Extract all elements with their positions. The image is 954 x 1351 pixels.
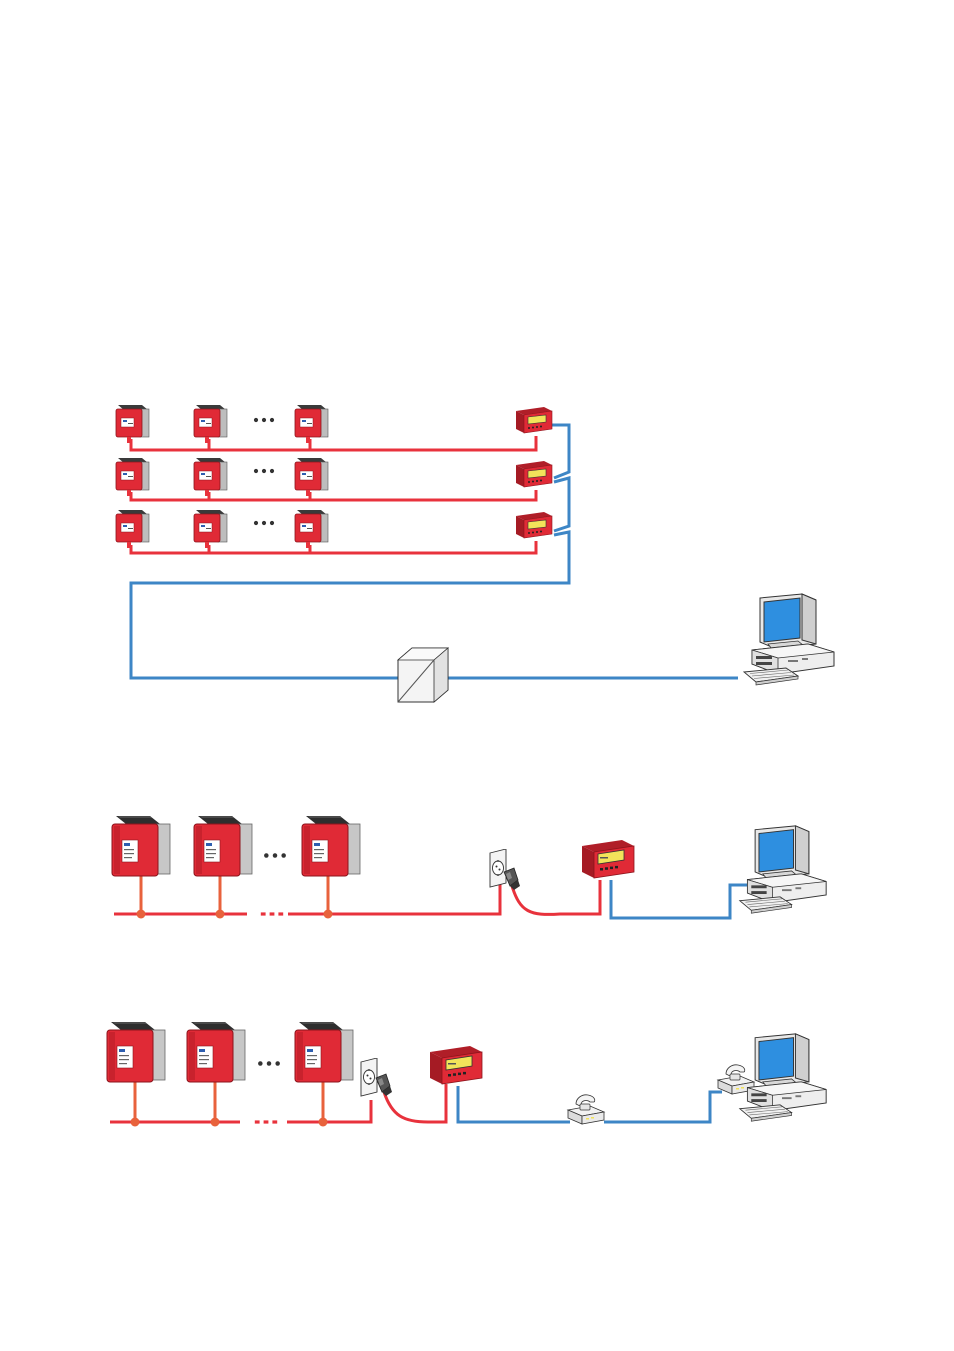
computer-icon [739,1033,827,1122]
inverter-icon [301,815,361,877]
data-lines [456,1086,722,1124]
interface-converter-icon [396,647,450,703]
power-plug-icon [375,1073,393,1097]
diagram-powerline-direct [111,815,827,920]
inverter-icon [294,404,329,444]
inverter-icon [106,1021,166,1083]
inverter-icon [193,815,253,877]
inverter-icon [294,1021,354,1083]
ellipsis-icon [253,417,275,423]
power-lines-row-3 [129,541,538,555]
inverter-icon [115,509,150,549]
inverter-icon [193,509,228,549]
power-socket-icon [489,849,507,888]
data-lines [129,423,738,680]
computer-icon [739,825,827,914]
diagram-multi-string-network [115,404,835,703]
inverter-icon [186,1021,246,1083]
data-logger-icon [515,511,553,539]
data-logger-icon [515,460,553,488]
inverter-icon [193,457,228,497]
ellipsis-icon [260,912,284,916]
inverter-drops [139,870,330,914]
inverter-icon [294,509,329,549]
power-lines [114,878,602,916]
junction-points [130,1117,328,1127]
computer-icon [743,593,835,686]
ellipsis-icon [253,468,275,474]
inverter-icon [111,815,171,877]
data-logger-icon [515,406,553,434]
data-line [609,880,765,920]
power-socket-icon [360,1058,378,1097]
junction-points [136,909,333,919]
power-lines-row-1 [129,436,538,452]
data-logger-icon [429,1045,483,1085]
inverter-drops [133,1078,325,1122]
ellipsis-icon [254,1120,278,1124]
diagram-powerline-modem [106,1021,827,1127]
inverter-icon [193,404,228,444]
ellipsis-icon [264,853,286,858]
ellipsis-icon [253,520,275,526]
power-lines [110,1084,448,1124]
data-logger-icon [581,839,635,879]
ellipsis-icon [258,1061,280,1066]
power-lines-row-2 [129,490,538,502]
inverter-icon [294,457,329,497]
inverter-icon [115,457,150,497]
modem-icon [567,1094,605,1125]
inverter-icon [115,404,150,444]
